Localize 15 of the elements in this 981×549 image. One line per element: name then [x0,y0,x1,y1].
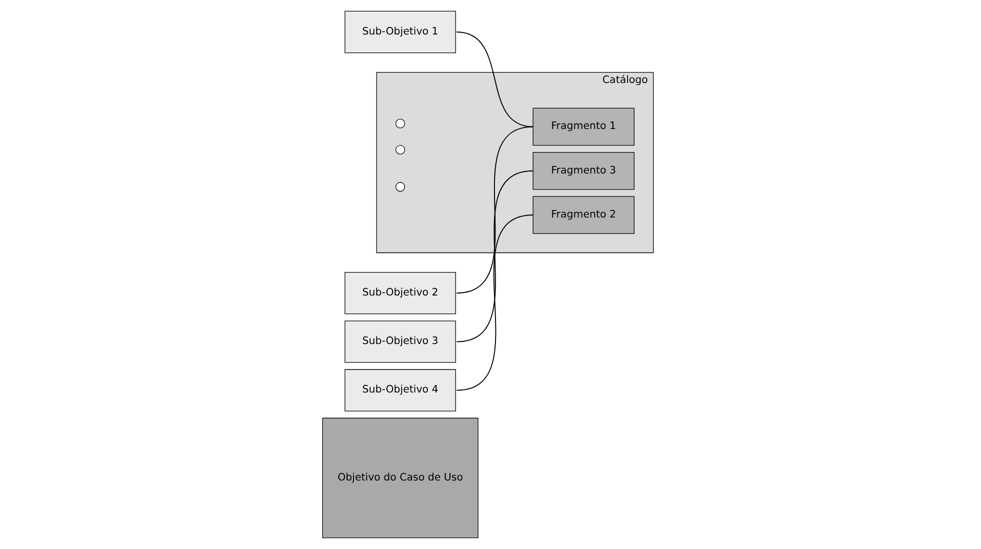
node-box: Sub-Objetivo 3 [344,320,456,363]
connector [456,170,534,342]
node-box: Fragmento 3 [532,152,634,190]
connector [456,214,534,391]
node-box: Objetivo do Caso de Uso [322,418,478,538]
node-box: Fragmento 2 [532,196,634,234]
connector [456,32,534,128]
node-box: Sub-Objetivo 2 [344,272,456,314]
node-circle [396,144,406,155]
node-box: Fragmento 1 [532,108,634,146]
node-box: Sub-Objetivo 1 [344,10,456,54]
node-box: Sub-Objetivo 4 [344,369,456,412]
connector [456,126,534,294]
node-circle [396,182,406,192]
node-circle [396,118,406,128]
